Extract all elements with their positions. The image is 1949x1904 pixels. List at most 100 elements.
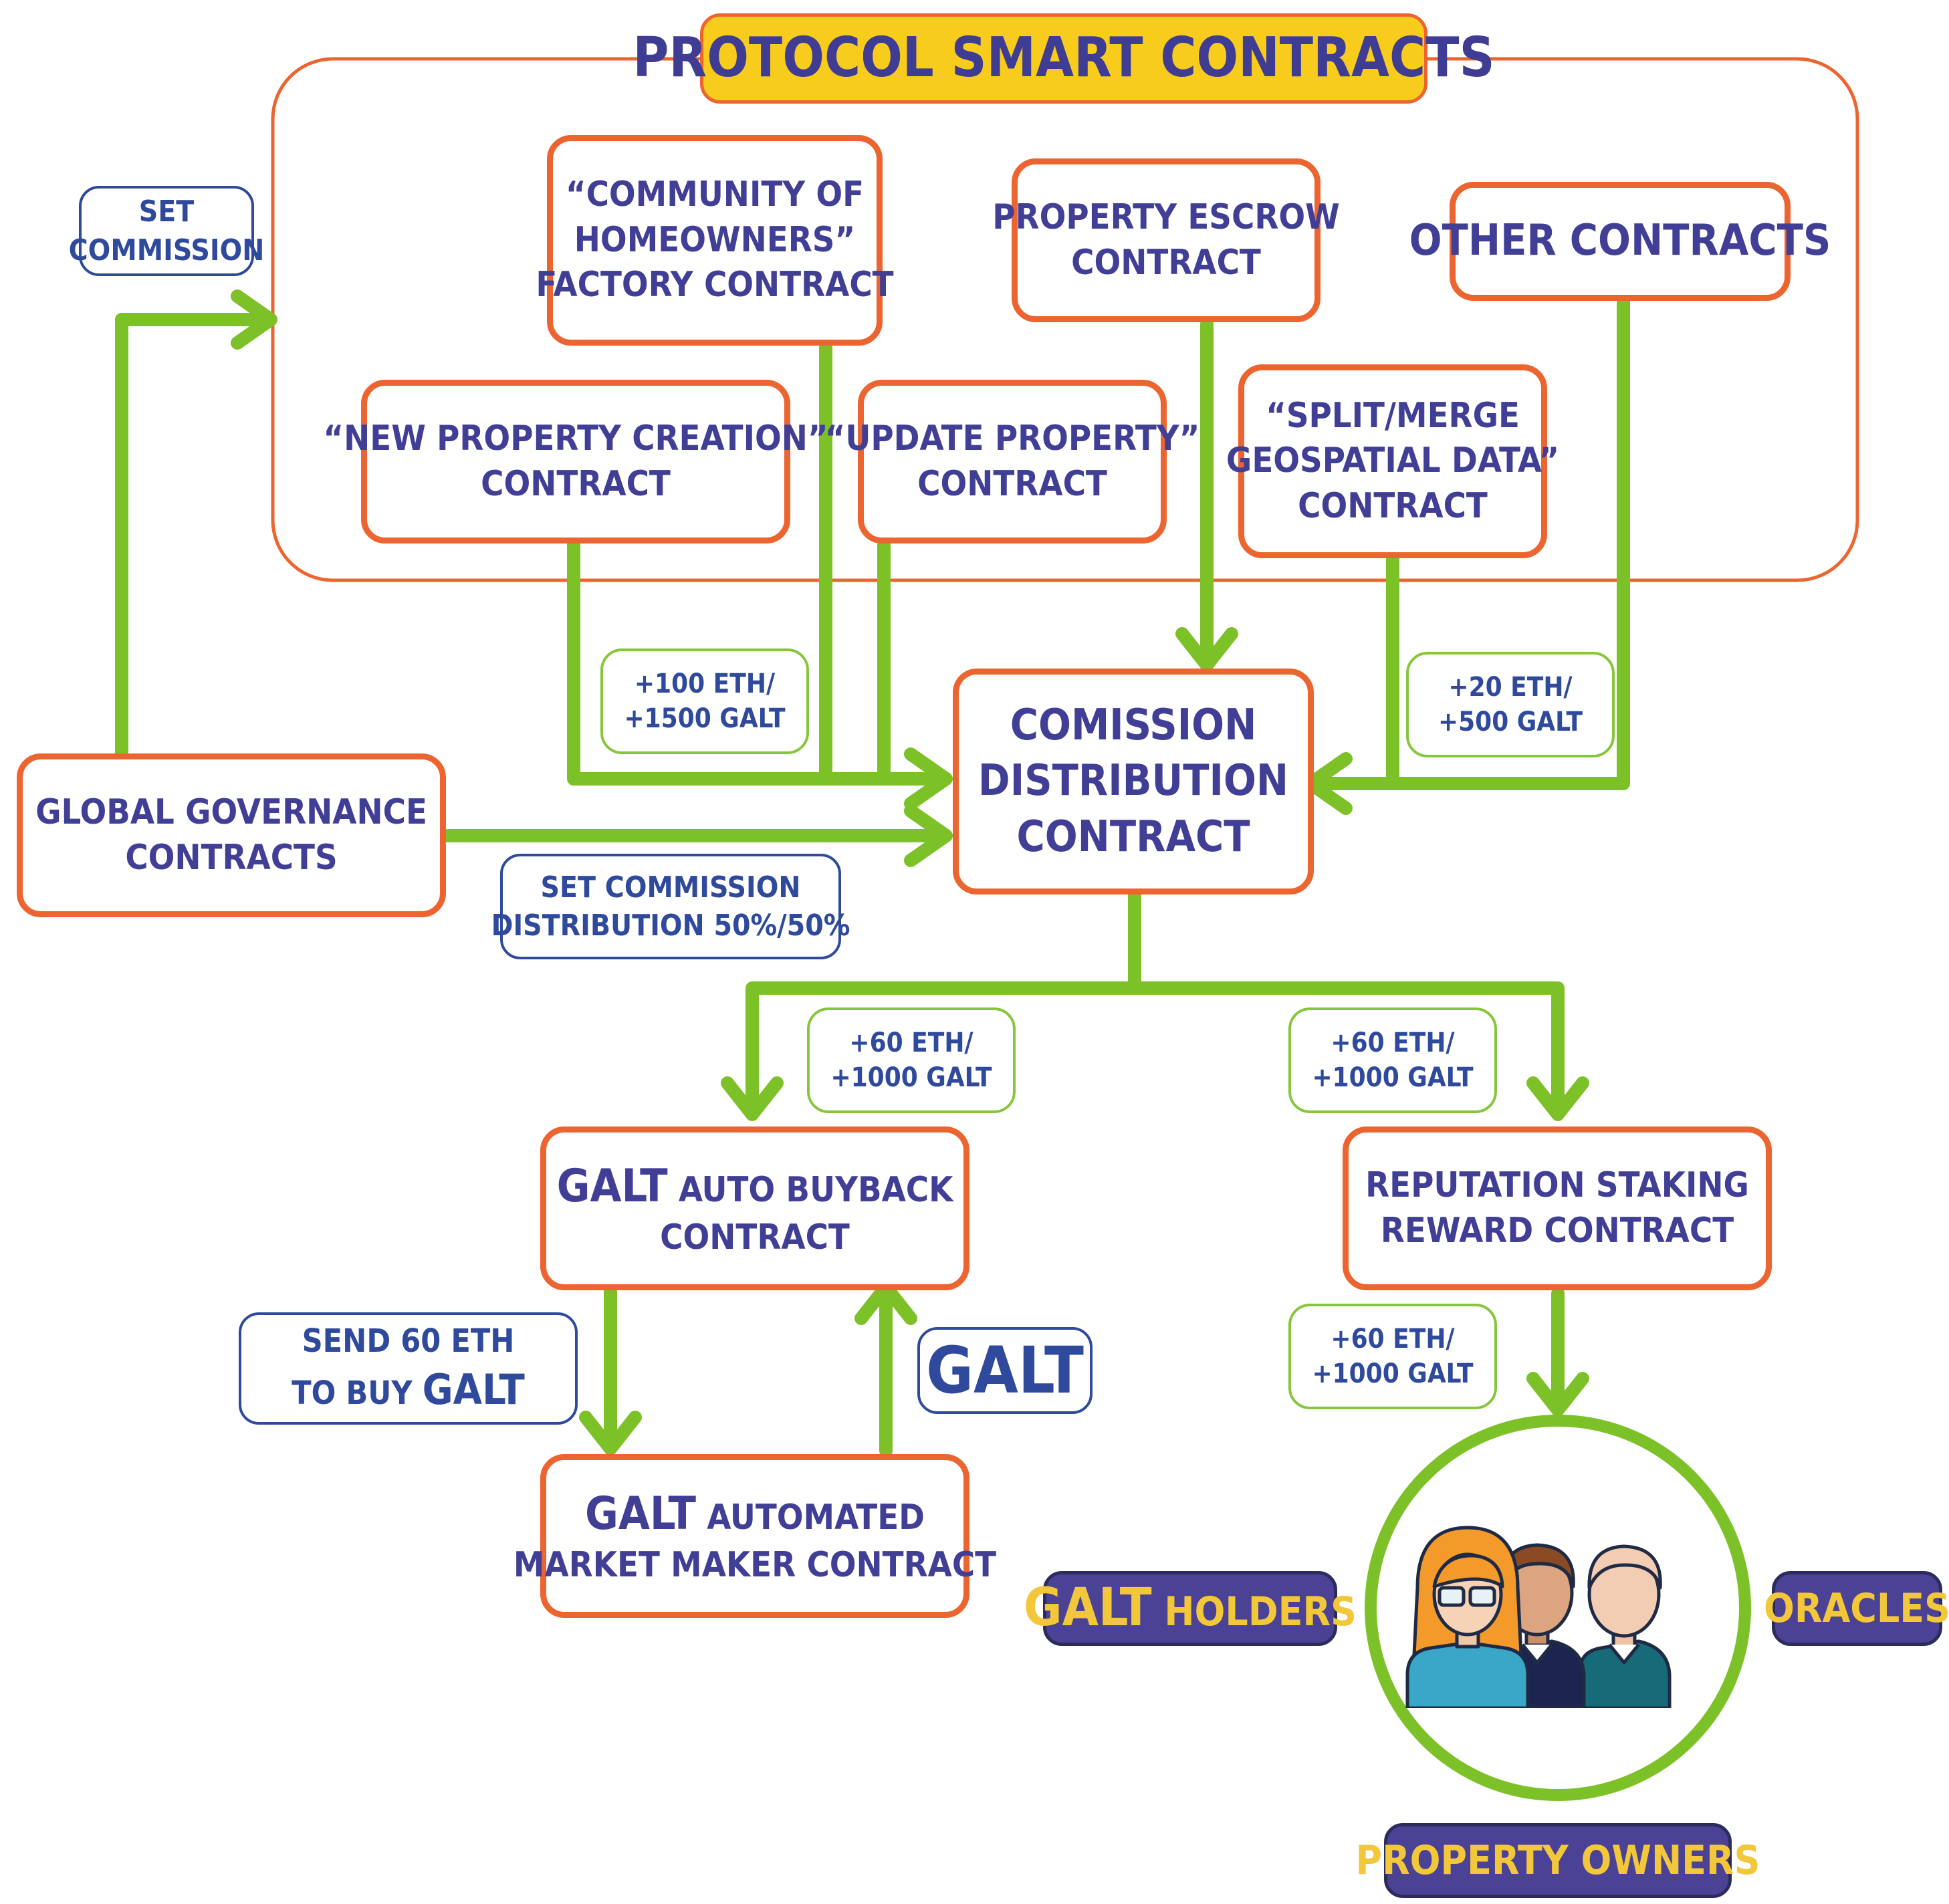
holders-rest-word: HOLDERS	[1164, 1588, 1357, 1636]
update-property-label-2: CONTRACT	[917, 463, 1107, 504]
split-note-left: +60 ETH/ +1000 GALT	[807, 1007, 1016, 1113]
split-merge-label-2: GEOSPATIAL DATA”	[1226, 441, 1560, 481]
protocol-title-text: PROTOCOL SMART CONTRACTS	[633, 26, 1495, 90]
man-middle-collar	[1521, 1643, 1553, 1665]
governance-to-protocol-arrowhead	[231, 289, 277, 350]
reward-line-2: +1000 GALT	[1312, 1358, 1474, 1389]
split-right-line-1: +60 ETH/	[1331, 1028, 1455, 1058]
new-property-contract-node: “NEW PROPERTY CREATION” CONTRACT	[323, 380, 828, 544]
galt-buyback-node: GALT AUTO BUYBACK CONTRACT	[540, 1126, 969, 1290]
factory-contract-label-1: “COMMUNITY OF	[565, 174, 865, 215]
global-governance-node: GLOBAL GOVERNANCE CONTRACTS	[17, 753, 446, 917]
commission-split-right-line	[1128, 981, 1565, 1113]
fee-right-line-2: +500 GALT	[1438, 707, 1583, 737]
buyback-label-2: CONTRACT	[660, 1217, 850, 1258]
oracles-pill: ORACLES	[1764, 1571, 1949, 1646]
split-merge-label-1: “SPLIT/MERGE	[1266, 395, 1520, 436]
holders-galt-word: GALT	[1024, 1578, 1152, 1639]
galt-holders-pill: GALT HOLDERS	[1024, 1571, 1357, 1646]
send-eth-line-2: TO BUY GALT	[292, 1362, 525, 1417]
amm-rest-word: AUTOMATED	[707, 1497, 925, 1538]
escrow-contract-node: PROPERTY ESCROW CONTRACT	[992, 158, 1340, 322]
governance-to-commission-arrowhead	[904, 804, 953, 867]
man-right-hair	[1587, 1544, 1662, 1590]
left-feeders-arrowhead	[904, 747, 953, 810]
buyback-galt-word: GALT	[556, 1159, 668, 1212]
new-property-label-2: CONTRACT	[481, 463, 671, 504]
factory-contract-node: “COMMUNITY OF HOMEOWNERS” FACTORY CONTRA…	[536, 135, 894, 346]
set-distribution-line-1: SET COMMISSION	[540, 870, 801, 905]
set-distribution-line-2: DISTRIBUTION 50%/50%	[491, 909, 850, 943]
amm-label-2: MARKET MAKER CONTRACT	[513, 1544, 997, 1585]
galt-return-label: GALT	[926, 1332, 1084, 1408]
set-commission-line-2: COMMISSION	[68, 233, 265, 267]
woman-glasses-left	[1438, 1586, 1466, 1607]
escrow-feed-arrowhead	[1175, 627, 1238, 672]
property-owners-pill: PROPERTY OWNERS	[1356, 1823, 1760, 1898]
to-buyback-arrowhead	[721, 1076, 784, 1121]
send-eth-pre: TO BUY	[292, 1374, 413, 1412]
commission-label-3: CONTRACT	[1016, 812, 1250, 862]
escrow-contract-label-2: CONTRACT	[1071, 242, 1261, 283]
staking-to-owners-arrowhead	[1526, 1372, 1589, 1417]
commission-label-1: COMISSION	[1010, 701, 1257, 751]
factory-contract-label-3: FACTORY CONTRACT	[536, 265, 894, 306]
commission-label-2: DISTRIBUTION	[978, 756, 1289, 806]
escrow-contract-label-1: PROPERTY ESCROW	[992, 197, 1340, 237]
amm-label-1: GALT AUTOMATED	[585, 1484, 925, 1543]
fee-left-line-2: +1500 GALT	[624, 703, 786, 734]
galt-holders-label: GALT HOLDERS	[1024, 1574, 1357, 1642]
buyback-label-1: GALT AUTO BUYBACK	[557, 1157, 953, 1215]
split-merge-contract-node: “SPLIT/MERGE GEOSPATIAL DATA” CONTRACT	[1226, 364, 1559, 558]
new-property-feed-line	[567, 538, 943, 786]
governance-to-protocol-line	[115, 313, 267, 759]
factory-contract-label-2: HOMEOWNERS”	[574, 219, 856, 260]
other-contracts-node: OTHER CONTRACTS	[1409, 182, 1831, 301]
governance-label-1: GLOBAL GOVERNANCE	[35, 792, 427, 832]
reward-line-1: +60 ETH/	[1331, 1324, 1455, 1354]
property-owners-label: PROPERTY OWNERS	[1355, 1837, 1760, 1884]
reputation-staking-node: REPUTATION STAKING REWARD CONTRACT	[1343, 1126, 1772, 1290]
set-commission-line-1: SET	[138, 195, 195, 229]
commission-split-line	[746, 889, 1141, 1113]
split-left-line-2: +1000 GALT	[830, 1062, 992, 1093]
fee-left-line-1: +100 ETH/	[634, 669, 776, 699]
woman-fringe	[1432, 1554, 1504, 1588]
amm-galt-word: GALT	[584, 1486, 696, 1540]
split-merge-label-3: CONTRACT	[1298, 485, 1488, 526]
send-eth-galt-word: GALT	[422, 1364, 525, 1414]
to-staking-arrowhead	[1526, 1076, 1589, 1121]
update-property-label-1: “UPDATE PROPERTY”	[824, 418, 1200, 459]
send-eth-line-1: SEND 60 ETH	[302, 1322, 515, 1360]
protocol-title: PROTOCOL SMART CONTRACTS	[633, 13, 1495, 104]
send-eth-note: SEND 60 ETH TO BUY GALT	[239, 1312, 578, 1425]
update-property-contract-node: “UPDATE PROPERTY” CONTRACT	[825, 380, 1199, 544]
man-middle-hair	[1500, 1543, 1575, 1588]
galt-return-note: GALT	[917, 1327, 1093, 1414]
staking-label-2: REWARD CONTRACT	[1380, 1210, 1734, 1251]
set-commission-note: SET COMMISSION	[69, 186, 264, 276]
set-distribution-note: SET COMMISSION DISTRIBUTION 50%/50%	[491, 854, 850, 959]
fee-note-left: +100 ETH/ +1500 GALT	[600, 648, 809, 754]
split-right-line-2: +1000 GALT	[1312, 1062, 1474, 1093]
people-group-icon	[1405, 1526, 1672, 1708]
oracles-label: ORACLES	[1764, 1585, 1949, 1632]
buyback-rest-word: AUTO BUYBACK	[678, 1169, 953, 1210]
other-contracts-label: OTHER CONTRACTS	[1409, 216, 1831, 266]
new-property-label-1: “NEW PROPERTY CREATION”	[323, 418, 828, 459]
split-note-right: +60 ETH/ +1000 GALT	[1288, 1007, 1497, 1113]
split-left-line-1: +60 ETH/	[849, 1028, 973, 1058]
man-right-collar	[1608, 1643, 1640, 1665]
staking-label-1: REPUTATION STAKING	[1365, 1165, 1749, 1205]
eth-to-amm-arrowhead	[579, 1411, 642, 1455]
fee-note-right: +20 ETH/ +500 GALT	[1406, 652, 1615, 757]
commission-distribution-node: COMISSION DISTRIBUTION CONTRACT	[953, 669, 1314, 895]
fee-right-line-1: +20 ETH/	[1448, 672, 1573, 703]
galt-amm-node: GALT AUTOMATED MARKET MAKER CONTRACT	[513, 1454, 996, 1618]
reward-note: +60 ETH/ +1000 GALT	[1288, 1304, 1497, 1409]
woman-glasses-right	[1468, 1586, 1496, 1607]
woman-body	[1405, 1641, 1530, 1708]
governance-label-2: CONTRACTS	[125, 837, 338, 878]
other-contracts-feed-line	[1314, 295, 1630, 790]
